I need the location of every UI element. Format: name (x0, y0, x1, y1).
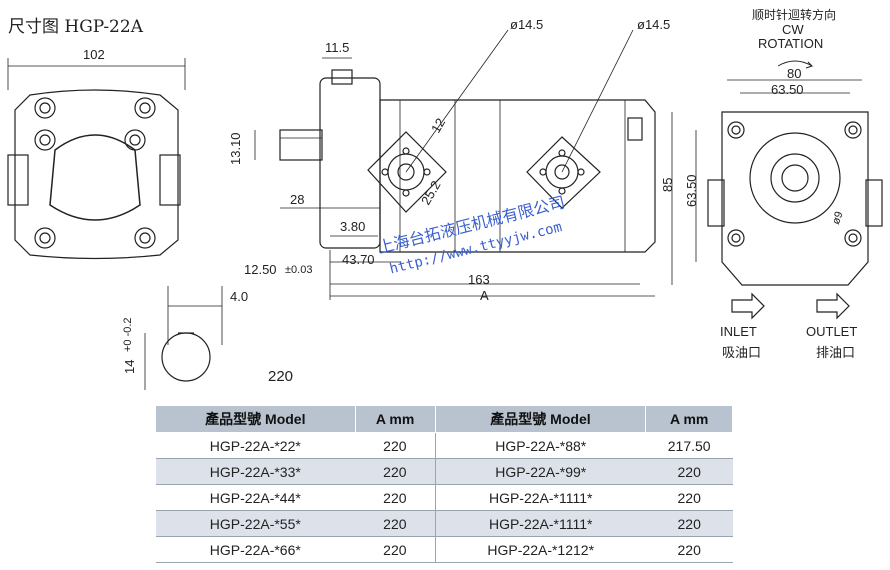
table-cell: HGP-22A-*33* (155, 458, 356, 485)
dim-port-dia-left: ø14.5 (510, 17, 544, 32)
drawing-title: 尺寸图 HGP-22A (8, 17, 143, 37)
table-header-row: 產品型號 Model A mm 產品型號 Model A mm (155, 405, 733, 433)
table-cell: 220 (645, 510, 733, 537)
inlet-label-cn: 吸油口 (722, 345, 762, 360)
outlet-label-cn: 排油口 (816, 345, 856, 360)
dim-43-70: 43.70 (342, 252, 375, 267)
table-cell: HGP-22A-*88* (434, 432, 646, 459)
dim-12-50: 12.50 (244, 262, 277, 277)
dim-80: 80 (787, 66, 802, 81)
table-cell: HGP-22A-*66* (155, 536, 356, 563)
rotation-label-cn: 顺时针迴转方向 (752, 8, 837, 22)
header-model-1: 產品型號 Model (155, 405, 356, 433)
dim-220: 220 (268, 368, 294, 385)
header-a-mm-1: A mm (354, 405, 436, 433)
rotation-label-rotation: ROTATION (758, 36, 824, 51)
dim-63-50: 63.50 (771, 82, 804, 97)
model-table: 產品型號 Model A mm 產品型號 Model A mm HGP-22A-… (155, 405, 733, 563)
dim-14-tolerance: +0 -0.2 (122, 317, 134, 352)
table-row: HGP-22A-*33* 220 HGP-22A-*99* 220 (155, 458, 733, 485)
table-cell: HGP-22A-*1111* (434, 484, 646, 511)
table-row: HGP-22A-*44* 220 HGP-22A-*1111* 220 (155, 484, 733, 511)
dim-port-dia-right: ø14.5 (637, 17, 671, 32)
dim-11-5: 11.5 (325, 40, 350, 55)
left-end-view (7, 58, 186, 260)
dim-28: 28 (290, 192, 305, 207)
inlet-label: INLET (720, 324, 757, 339)
table-row: HGP-22A-*66* 220 HGP-22A-*1212* 220 (155, 536, 733, 563)
header-model-2: 產品型號 Model (434, 405, 647, 433)
table-cell: HGP-22A-*99* (434, 458, 646, 485)
dim-14: 14 (122, 359, 137, 374)
right-end-view (671, 60, 883, 320)
shaft-detail (144, 286, 223, 390)
table-cell: 220 (355, 484, 436, 511)
dim-12-50-tolerance: ±0.03 (285, 264, 313, 276)
outlet-label: OUTLET (806, 324, 858, 339)
table-cell: HGP-22A-*55* (155, 510, 356, 537)
table-cell: 220 (645, 458, 733, 485)
table-row: HGP-22A-*22* 220 HGP-22A-*88* 217.50 (155, 432, 733, 459)
table-cell: 217.50 (645, 432, 733, 459)
table-cell: HGP-22A-*22* (155, 432, 356, 459)
dim-13-10: 13.10 (228, 132, 243, 165)
dim-3-80: 3.80 (340, 219, 366, 234)
dim-102: 102 (83, 47, 105, 62)
rotation-label-cw: CW (782, 22, 804, 37)
table-cell: HGP-22A-*1111* (434, 510, 646, 537)
dim-63-50-vertical: 63.50 (684, 174, 699, 207)
table-cell: HGP-22A-*1212* (434, 536, 646, 563)
technical-drawing (7, 29, 883, 390)
side-view (254, 29, 656, 300)
table-cell: 220 (355, 510, 436, 537)
table-cell: HGP-22A-*44* (155, 484, 356, 511)
table-cell: 220 (645, 484, 733, 511)
dim-85: 85 (660, 177, 675, 192)
table-cell: 220 (645, 536, 733, 563)
dim-163: 163 (468, 272, 490, 287)
table-cell: 220 (355, 536, 436, 563)
table-row: HGP-22A-*55* 220 HGP-22A-*1111* 220 (155, 510, 733, 537)
dim-a: A (480, 288, 489, 303)
table-cell: 220 (355, 432, 436, 459)
dim-4-0: 4.0 (230, 289, 249, 304)
table-cell: 220 (355, 458, 436, 485)
header-a-mm-2: A mm (645, 405, 733, 433)
